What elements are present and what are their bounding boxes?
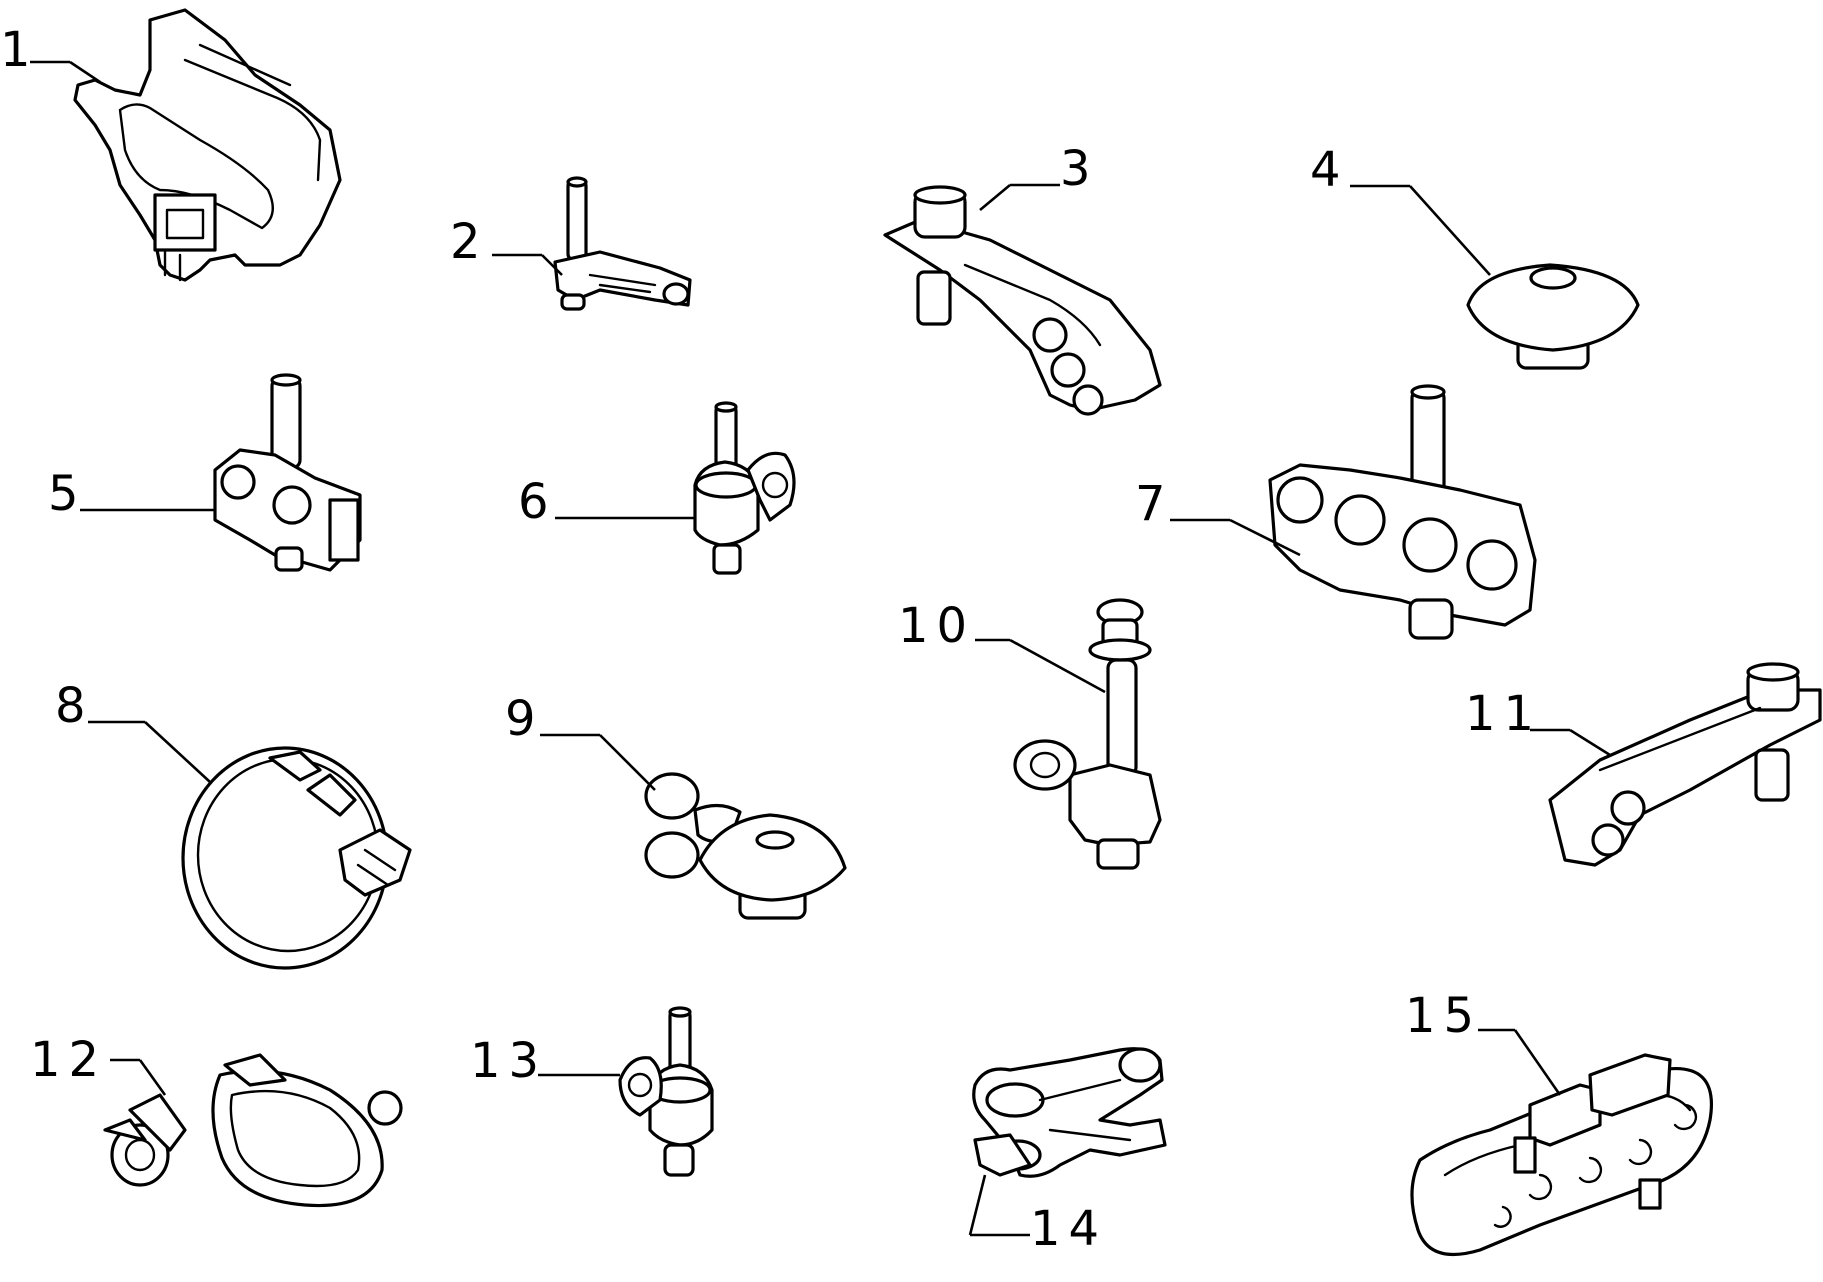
part-5-double-clip	[213, 373, 362, 572]
callout-10: 10	[898, 598, 975, 654]
callout-7: 7	[1135, 476, 1174, 532]
part-6-single-clip	[693, 401, 796, 575]
callout-11: 11	[1465, 686, 1542, 742]
part-8-hose-clamp	[181, 746, 412, 970]
part-9-clip-grommet	[644, 772, 847, 920]
callout-6: 6	[518, 474, 557, 530]
part-4-grommet	[1466, 263, 1640, 370]
part-14-x-clip	[972, 1047, 1167, 1178]
callout-5: 5	[48, 466, 87, 522]
part-3-long-bracket	[883, 185, 1162, 416]
part-10-tall-pin-clip	[1013, 598, 1162, 870]
callout-15: 15	[1405, 988, 1482, 1044]
callout-2: 2	[450, 214, 489, 270]
part-2-pin-bracket	[553, 176, 692, 311]
callout-1: 1	[0, 22, 39, 78]
part-7-triple-clip	[1268, 384, 1537, 640]
callout-9: 9	[505, 691, 544, 747]
callout-4: 4	[1310, 142, 1349, 198]
part-13-pin-clip	[618, 1006, 714, 1177]
part-12-pipe-clip	[103, 1053, 403, 1208]
part-11-long-bracket	[1548, 662, 1822, 867]
part-15-pipe-block	[1410, 1053, 1713, 1257]
callout-3: 3	[1060, 141, 1099, 197]
part-1-cable-guide	[73, 8, 342, 282]
callout-13: 13	[470, 1033, 547, 1089]
callout-12: 12	[30, 1032, 107, 1088]
callout-14: 14	[1030, 1201, 1107, 1257]
callout-8: 8	[55, 678, 94, 734]
